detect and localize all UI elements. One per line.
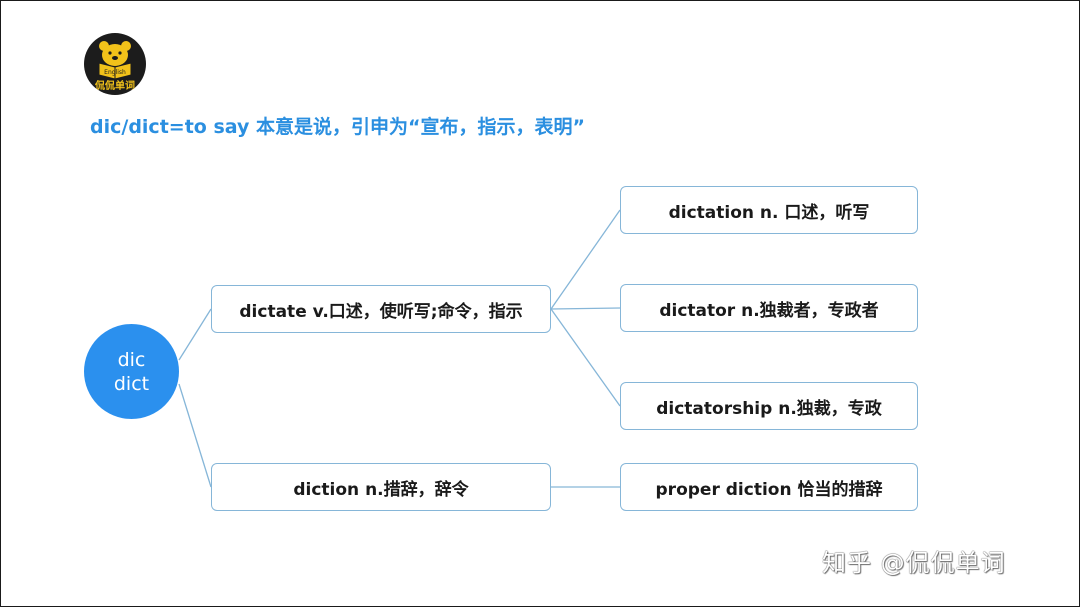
root-label-dict: dict (113, 372, 150, 395)
node-diction: diction n.措辞，辞令 (211, 463, 551, 511)
node-dictator: dictator n.独裁者，专政者 (620, 284, 918, 332)
node-proper-diction: proper diction 恰当的措辞 (620, 463, 918, 511)
logo-text: 侃侃单词 (95, 81, 135, 92)
connector-dictate-dictation (550, 209, 621, 310)
svg-text:English: English (104, 69, 126, 76)
node-dictation: dictation n. 口述，听写 (620, 186, 918, 234)
logo: English 侃侃单词 (84, 33, 146, 95)
connector-root-dictate (178, 308, 212, 361)
bear-reading-icon: English (98, 41, 132, 80)
connector-root-diction (178, 383, 212, 488)
root-label-dic: dic (117, 348, 146, 371)
connector-dictate-dictator (550, 307, 621, 310)
node-dictatorship: dictatorship n.独裁，专政 (620, 382, 918, 430)
connector-dictate-dictatorship (550, 308, 621, 407)
root-node-dic-dict: dic dict (84, 324, 179, 419)
node-dictate: dictate v.口述，使听写;命令，指示 (211, 285, 551, 333)
watermark: 知乎 @侃侃单词 (822, 549, 1006, 577)
page-title: dic/dict=to say 本意是说，引申为“宣布，指示，表明” (90, 116, 585, 138)
